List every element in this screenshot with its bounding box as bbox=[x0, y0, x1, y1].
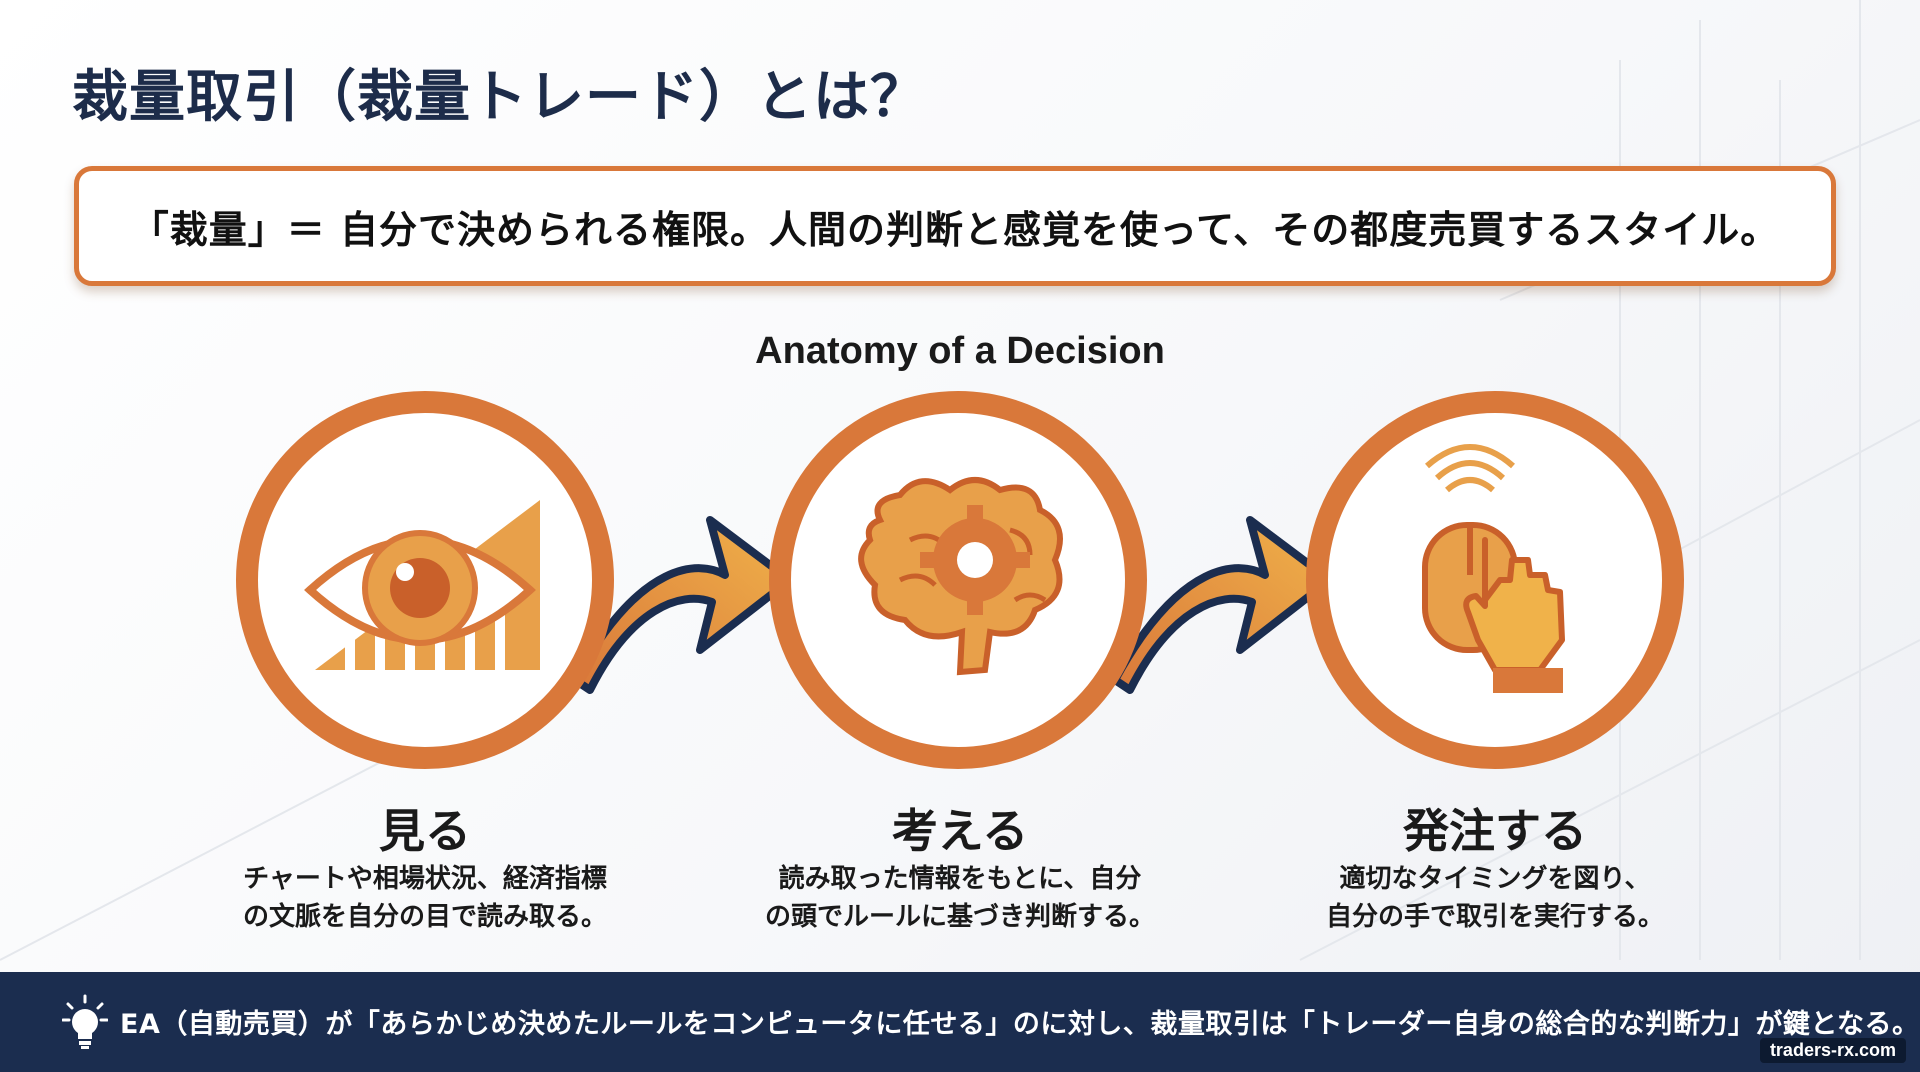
definition-text: 「裁量」＝ 自分で決められる権限。人間の判断と感覚を使って、その都度売買するスタ… bbox=[130, 207, 1780, 252]
page-title: 裁量取引（裁量トレード）とは？ bbox=[72, 65, 927, 130]
step-desc-1-line-1: チャートや相場状況、経済指標 bbox=[243, 864, 607, 894]
step-desc-1: チャートや相場状況、経済指標 の文脈を自分の目で読み取る。 bbox=[165, 860, 685, 936]
definition-box: 「裁量」＝ 自分で決められる権限。人間の判断と感覚を使って、その都度売買するスタ… bbox=[74, 166, 1836, 286]
flow-arrow-2 bbox=[1111, 516, 1334, 694]
step-label-1: 見る bbox=[379, 804, 471, 858]
eye-chart-icon bbox=[304, 500, 540, 670]
step-desc-2: 読み取った情報をもとに、自分 の頭でルールに基づき判断する。 bbox=[700, 860, 1220, 936]
step-circle-3 bbox=[1306, 391, 1684, 769]
step-desc-1-line-2: の文脈を自分の目で読み取る。 bbox=[242, 902, 607, 932]
footer-text: EA（自動売買）が「あらかじめ決めたルールをコンピュータに任せる」のに対し、裁量… bbox=[120, 1009, 1920, 1040]
watermark: traders-rx.com bbox=[1759, 1038, 1906, 1063]
hand-mouse-icon bbox=[1422, 444, 1565, 693]
brain-gear-icon bbox=[858, 477, 1063, 676]
step-label-3: 発注する bbox=[1403, 804, 1587, 858]
step-desc-3-line-2: 自分の手で取引を実行する。 bbox=[1325, 902, 1664, 932]
step-label-2: 考える bbox=[891, 804, 1029, 858]
step-desc-2-line-2: の頭でルールに基づき判断する。 bbox=[764, 902, 1155, 932]
footer-banner: EA（自動売買）が「あらかじめ決めたルールをコンピュータに任せる」のに対し、裁量… bbox=[0, 972, 1920, 1072]
step-desc-2-line-1: 読み取った情報をもとに、自分 bbox=[778, 864, 1142, 894]
step-circle-2 bbox=[769, 391, 1147, 769]
step-desc-3: 適切なタイミングを図り、 自分の手で取引を実行する。 bbox=[1235, 860, 1755, 936]
lightbulb-icon bbox=[62, 994, 108, 1049]
flow-arrow-1 bbox=[571, 516, 794, 694]
diagram-subtitle: Anatomy of a Decision bbox=[755, 330, 1165, 372]
step-desc-3-line-1: 適切なタイミングを図り、 bbox=[1339, 864, 1651, 894]
step-circle-1 bbox=[236, 391, 614, 769]
